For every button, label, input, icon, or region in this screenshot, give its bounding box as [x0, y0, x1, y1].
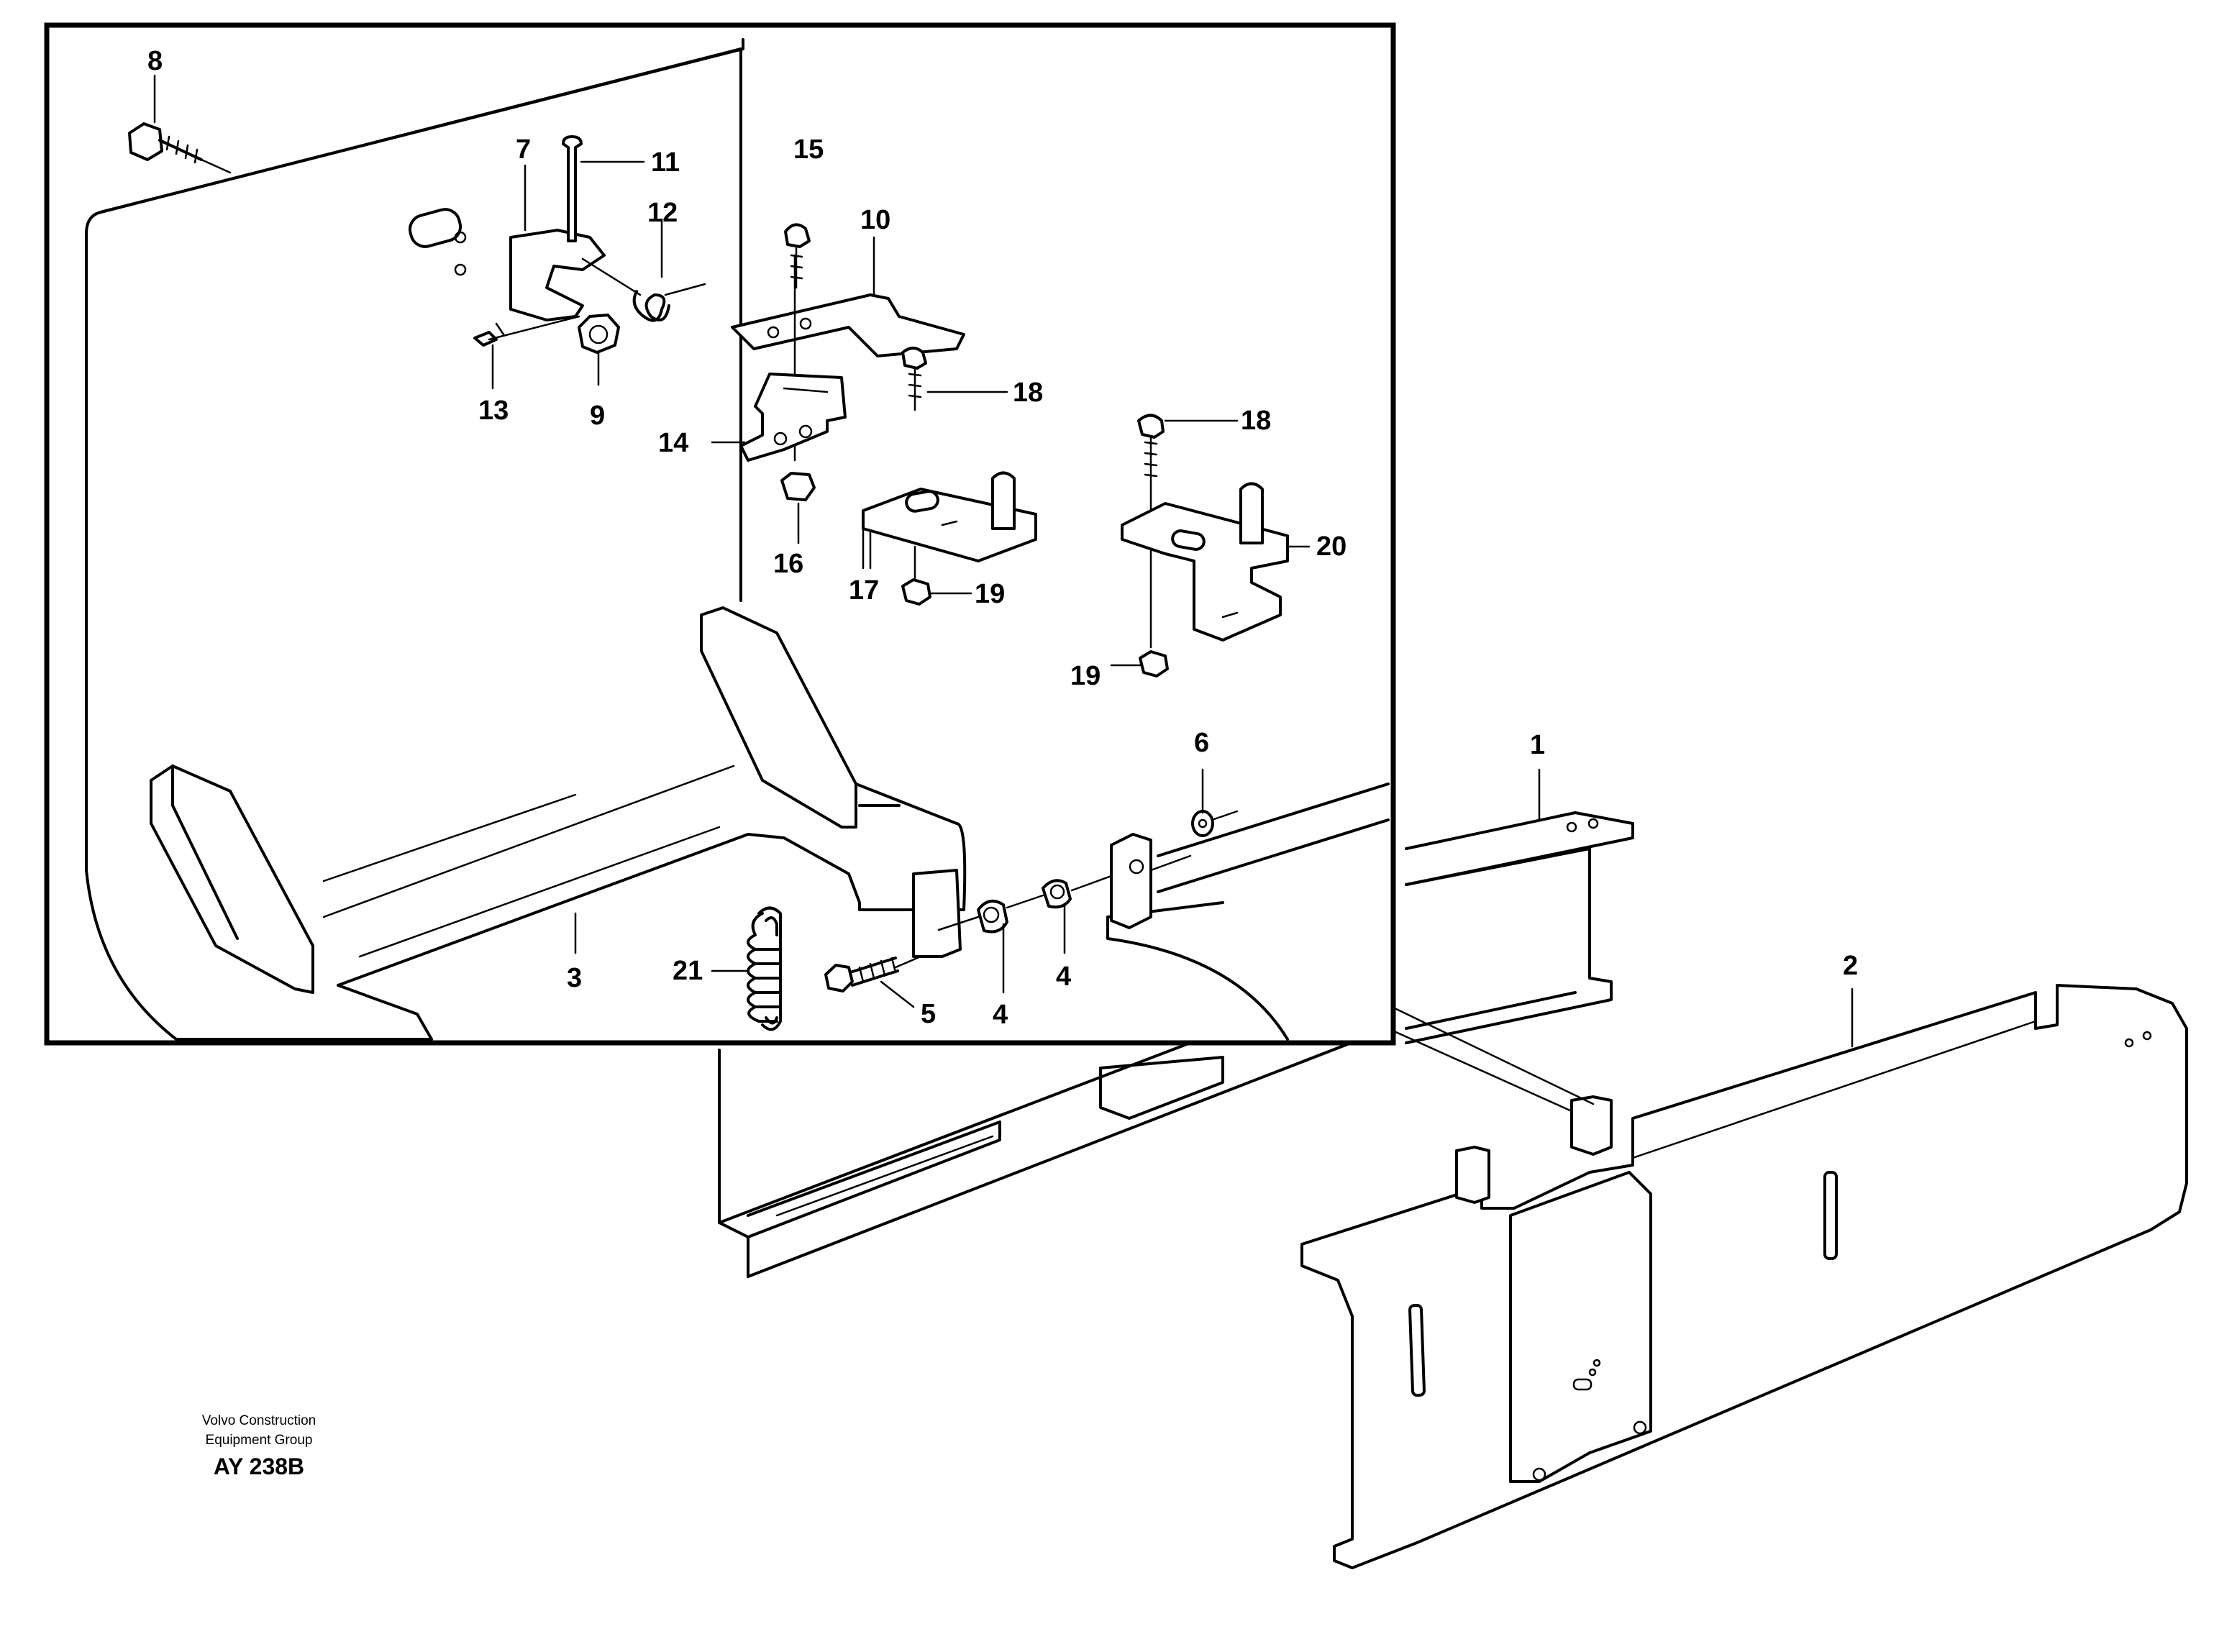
callout-19: 19	[975, 579, 1005, 609]
part-1-beam	[1405, 811, 1634, 1044]
callout-15: 15	[793, 134, 824, 165]
part-3-cover-panel	[85, 38, 1390, 1041]
part-8-bolt	[128, 74, 232, 174]
callout-2: 2	[1843, 951, 1858, 981]
callout-5: 5	[921, 999, 936, 1029]
callout-11: 11	[651, 147, 680, 178]
callout-4: 4	[1056, 962, 1071, 992]
callout-17: 17	[849, 575, 879, 606]
callout-8: 8	[147, 46, 163, 76]
callout-13: 13	[478, 396, 509, 426]
callout-20: 20	[1316, 531, 1347, 562]
callout-9: 9	[590, 401, 605, 431]
hinge-assembly	[408, 135, 706, 390]
callout-3: 3	[567, 963, 582, 993]
callout-12: 12	[647, 198, 678, 228]
spring-and-bushings	[711, 768, 1239, 1031]
credit-line-1: Volvo Construction	[201, 1413, 316, 1428]
latch-assembly	[711, 223, 965, 544]
callout-14: 14	[658, 428, 688, 458]
callout-7: 7	[516, 134, 531, 165]
credit-line-2: Equipment Group	[205, 1433, 313, 1448]
drawing-code: AY 238B	[213, 1454, 305, 1479]
callout-4: 4	[993, 1000, 1008, 1030]
callout-10: 10	[860, 205, 890, 235]
callout-leader-lines	[574, 768, 1854, 1048]
callout-16: 16	[773, 549, 803, 579]
callout-19: 19	[1070, 661, 1101, 691]
callout-6: 6	[1194, 728, 1209, 758]
callout-18: 18	[1013, 378, 1043, 408]
callout-18: 18	[1241, 406, 1271, 436]
bracket-20	[1110, 414, 1311, 677]
part-2-side-cover	[1300, 984, 2188, 1569]
callout-1: 1	[1530, 730, 1545, 760]
mount-plate-17	[862, 347, 1037, 606]
callout-21: 21	[673, 956, 703, 986]
publisher-credit: Volvo Construction Equipment Group AY 23…	[122, 1411, 396, 1483]
